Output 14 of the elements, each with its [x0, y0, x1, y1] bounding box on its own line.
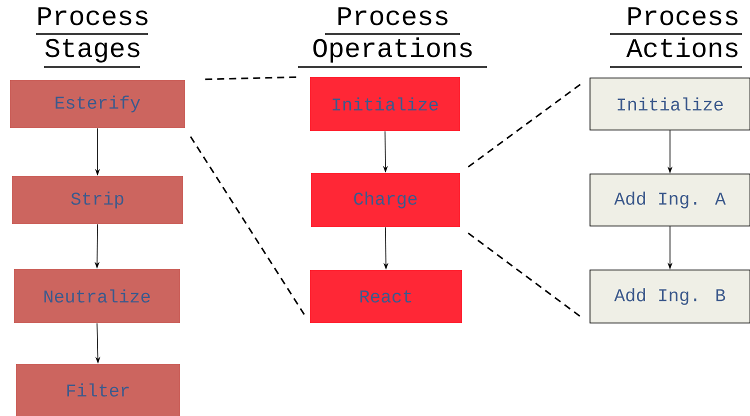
dashed-line	[190, 136, 306, 316]
stage-box: Strip	[12, 176, 183, 224]
stage-box: Neutralize	[14, 269, 180, 323]
stage-box: Esterify	[10, 80, 185, 128]
operation-box: React	[310, 270, 462, 323]
dashed-line	[468, 232, 582, 318]
action-box: Initialize	[590, 78, 750, 130]
action-box: Add Ing. B	[590, 270, 750, 324]
operation-box: Charge	[311, 173, 460, 227]
action-box: Add Ing. A	[590, 174, 750, 226]
heading: Process Operations	[313, 7, 472, 63]
operation-box: Initialize	[310, 77, 460, 131]
stage-box: Filter	[16, 364, 180, 416]
dashed-line	[468, 82, 582, 168]
